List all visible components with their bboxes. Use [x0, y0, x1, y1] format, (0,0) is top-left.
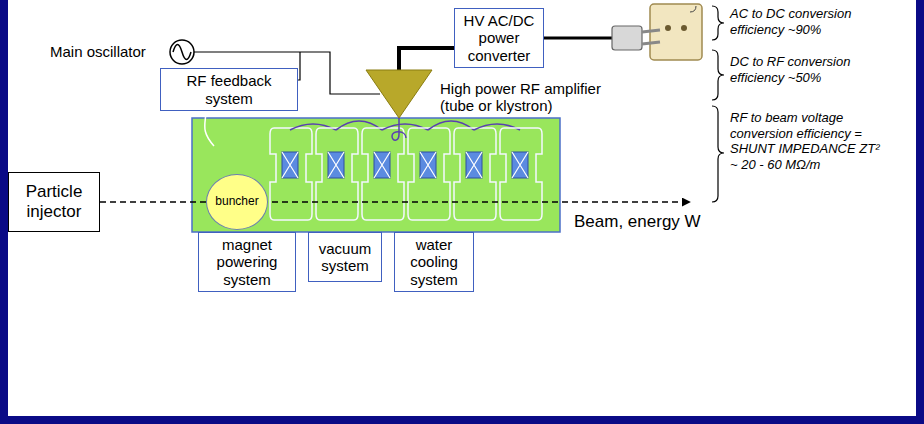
box-label: HV AC/DC power converter	[459, 12, 539, 64]
socket-ground	[690, 6, 696, 12]
cavity-cell	[500, 128, 542, 220]
quadrupole-magnet	[282, 152, 298, 178]
beam-line	[262, 201, 690, 203]
magnet-power-box: magnet powering system	[198, 232, 296, 292]
box-label: Particle injector	[13, 182, 95, 221]
box-label: magnet powering system	[203, 236, 291, 288]
amplifier-label: High power RF amplifier (tube or klystro…	[440, 80, 618, 115]
quadrupole-cross	[420, 152, 436, 178]
cavity-cell	[270, 128, 312, 220]
box-label: RF feedback system	[165, 72, 293, 107]
quadrupole-magnet	[328, 152, 344, 178]
sine-wave	[173, 45, 191, 60]
vacuum-box: vacuum system	[308, 232, 382, 282]
box-label: buncher	[215, 195, 258, 209]
cavity-cell	[316, 128, 358, 220]
plug-body	[612, 26, 642, 50]
socket-hole	[665, 25, 671, 31]
rf-coupling-loop	[382, 124, 428, 130]
brace	[712, 106, 724, 202]
plug-pins	[642, 30, 660, 44]
efficiency-note: RF to beam voltage conversion efficiency…	[730, 110, 890, 172]
quadrupole-cross	[282, 152, 298, 178]
quadrupole-magnet	[420, 152, 436, 178]
box-label: water cooling system	[399, 236, 469, 288]
buncher-circle: buncher	[206, 174, 268, 230]
cooling-box: water cooling system	[394, 232, 474, 292]
rf-coupling-loop	[290, 124, 336, 130]
cavity-cell	[362, 128, 404, 220]
dc-power-line	[399, 48, 454, 70]
quadrupole-magnet	[466, 152, 482, 178]
cavity-cell	[408, 128, 450, 220]
quadrupole-cross	[374, 152, 390, 178]
accelerator-structure	[192, 118, 560, 232]
power-cord	[541, 37, 612, 40]
quadrupole-cross	[466, 152, 482, 178]
triangle-outline	[366, 70, 432, 118]
beam-injection-line	[100, 201, 206, 203]
quadrupole-cross	[512, 152, 528, 178]
quadrupole-magnet	[512, 152, 528, 178]
rf-coupling-loop	[474, 124, 520, 130]
efficiency-note: AC to DC conversion efficiency ~90%	[730, 6, 905, 37]
feedback-pickup-line	[205, 110, 214, 146]
box-label: vacuum system	[313, 240, 377, 275]
rf-feed-line	[392, 118, 406, 140]
injector-box: Particle injector	[8, 172, 100, 232]
brace	[712, 6, 724, 40]
socket-hole	[681, 25, 687, 31]
brace	[712, 50, 724, 100]
efficiency-note: DC to RF conversion efficiency ~50%	[730, 54, 905, 85]
amplifier-triangle: High power RF amplifier (tube or klystro…	[366, 70, 432, 118]
quadrupole-cross	[328, 152, 344, 178]
wall-socket	[650, 4, 702, 60]
oscillator-label: Main oscillator	[50, 43, 174, 61]
beam-label: Beam, energy W	[574, 212, 734, 232]
amplifier-symbol	[366, 70, 432, 118]
power-converter-box: HV AC/DC power converter	[454, 8, 544, 68]
oscillator-symbol	[170, 40, 194, 64]
cavity-cell	[454, 128, 496, 220]
feedback-box: RF feedback system	[160, 68, 298, 111]
quadrupole-magnet	[374, 152, 390, 178]
